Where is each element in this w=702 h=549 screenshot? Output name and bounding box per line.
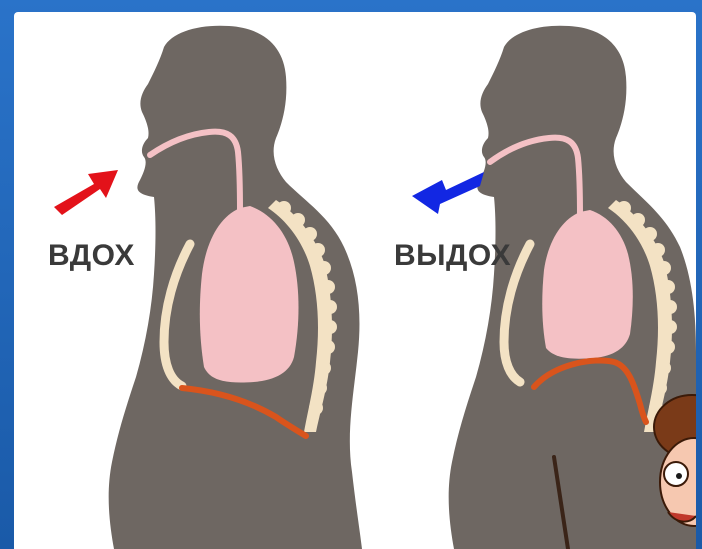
inhale-arrow-icon (54, 170, 118, 215)
diagram-panel: ВДОХ ВЫДОХ (14, 12, 696, 549)
exhale-figure (449, 26, 696, 549)
inhale-figure (109, 26, 362, 549)
inhale-label: ВДОХ (48, 239, 135, 273)
exhale-label: ВЫДОХ (394, 239, 511, 273)
breathing-diagram (14, 12, 696, 549)
exhale-arrow-icon (412, 172, 484, 214)
